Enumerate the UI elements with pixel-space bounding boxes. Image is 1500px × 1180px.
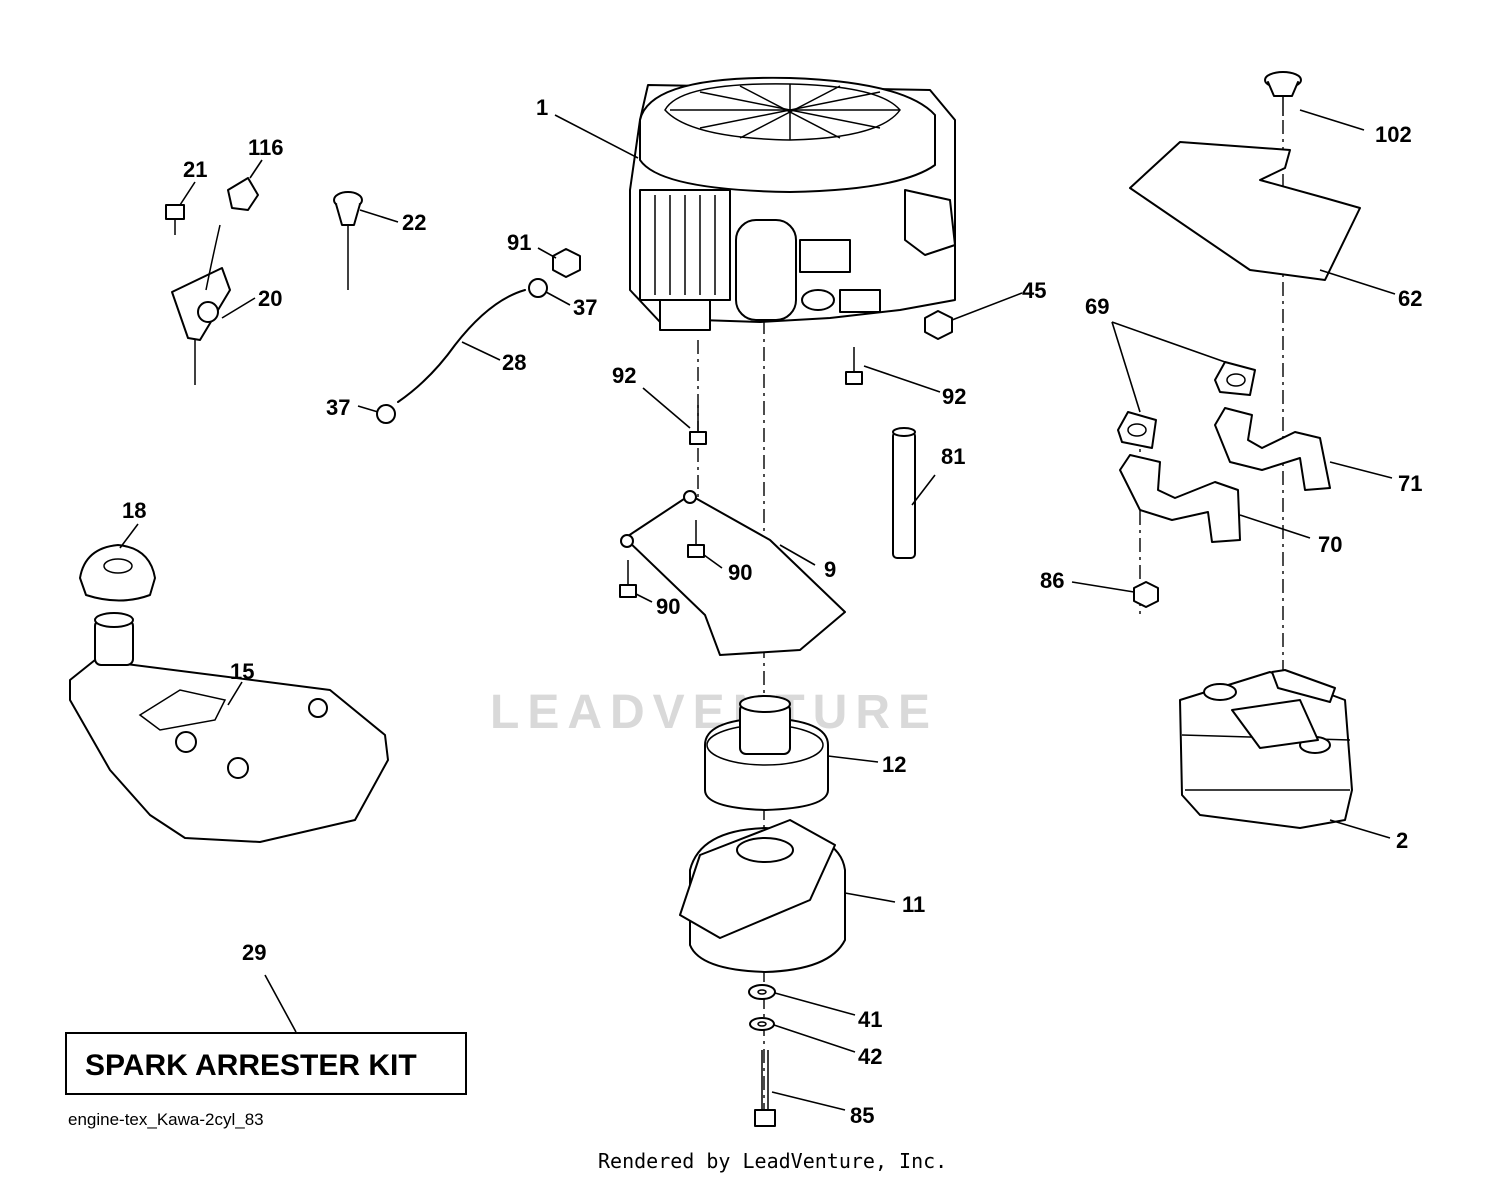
knob-102-part[interactable] <box>1264 71 1302 116</box>
callout-92-left: 92 <box>612 363 636 388</box>
bolt-90-center-part[interactable] <box>687 520 705 558</box>
nut-91-part[interactable] <box>552 248 581 278</box>
bolt-92-left-part[interactable] <box>689 405 707 445</box>
exhaust-pipe-70-part[interactable] <box>1119 454 1241 543</box>
bracket-9-part[interactable] <box>620 490 846 656</box>
nut-45-part[interactable] <box>924 310 953 340</box>
gasket-69-right-part[interactable] <box>1214 361 1256 396</box>
clutch-11-part[interactable] <box>679 819 846 973</box>
choke-knob-part[interactable] <box>333 191 363 290</box>
callout-102: 102 <box>1375 122 1412 147</box>
watermark-text: LEADVENTURE <box>490 686 938 739</box>
callout-1: 1 <box>536 95 548 120</box>
fuel-cap-18-part[interactable] <box>79 544 156 602</box>
washer-41-part[interactable] <box>748 984 776 1000</box>
callout-90-left: 90 <box>656 594 680 619</box>
nut-86-part[interactable] <box>1133 581 1159 608</box>
bolt-90-left-part[interactable] <box>619 560 637 598</box>
diagram-id: engine-tex_Kawa-2cyl_83 <box>68 1110 264 1129</box>
callout-41: 41 <box>858 1007 882 1032</box>
callout-69: 69 <box>1085 294 1109 319</box>
callout-45: 45 <box>1022 278 1046 303</box>
pulley-12-part[interactable] <box>704 695 829 811</box>
callout-37-top: 37 <box>573 295 597 320</box>
clamp-37-top-part[interactable] <box>528 278 548 298</box>
throttle-control-part[interactable] <box>171 224 231 385</box>
callout-81: 81 <box>941 444 965 469</box>
callout-2: 2 <box>1396 828 1408 853</box>
callout-37-bottom: 37 <box>326 395 350 420</box>
callout-85: 85 <box>850 1103 874 1128</box>
rendered-by-footer: Rendered by LeadVenture, Inc. <box>598 1149 947 1173</box>
callout-labels: 1 116 21 22 20 91 37 28 37 92 92 45 102 … <box>122 95 1422 1128</box>
spark-arrester-kit-label: SPARK ARRESTER KIT <box>85 1049 417 1082</box>
callout-42: 42 <box>858 1044 882 1069</box>
fuel-tank-15-part[interactable] <box>69 612 389 843</box>
bolt-92-right-part[interactable] <box>845 347 863 385</box>
gasket-69-left-part[interactable] <box>1117 411 1157 449</box>
washer-42-part[interactable] <box>749 1017 775 1031</box>
callout-18: 18 <box>122 498 146 523</box>
throttle-knob-part[interactable] <box>227 177 259 211</box>
tube-81-part[interactable] <box>892 427 916 559</box>
clamp-37-bottom-part[interactable] <box>376 404 396 424</box>
callout-22: 22 <box>402 210 426 235</box>
callout-29: 29 <box>242 940 266 965</box>
callout-12: 12 <box>882 752 906 777</box>
callout-28: 28 <box>502 350 526 375</box>
callout-92-right: 92 <box>942 384 966 409</box>
callout-62: 62 <box>1398 286 1422 311</box>
callout-20: 20 <box>258 286 282 311</box>
bolt-21-part[interactable] <box>165 204 185 235</box>
callout-71: 71 <box>1398 471 1422 496</box>
callout-70: 70 <box>1318 532 1342 557</box>
fuel-line-part[interactable] <box>397 289 526 403</box>
callout-11: 11 <box>902 892 925 917</box>
muffler-2-part[interactable] <box>1179 669 1353 829</box>
callout-86: 86 <box>1040 568 1064 593</box>
engine-part[interactable] <box>629 76 956 331</box>
callout-15: 15 <box>230 659 254 684</box>
leader-lines <box>119 109 1396 1111</box>
callout-9: 9 <box>824 557 836 582</box>
callout-91: 91 <box>507 230 531 255</box>
heat-shield-62-part[interactable] <box>1129 141 1361 281</box>
callout-90-center: 90 <box>728 560 752 585</box>
spark-arrester-kit-box: SPARK ARRESTER KIT <box>65 1032 467 1095</box>
callout-21: 21 <box>183 157 207 182</box>
callout-116: 116 <box>248 135 284 160</box>
bolt-85-part[interactable] <box>754 1050 776 1127</box>
exhaust-pipe-71-part[interactable] <box>1214 407 1331 491</box>
